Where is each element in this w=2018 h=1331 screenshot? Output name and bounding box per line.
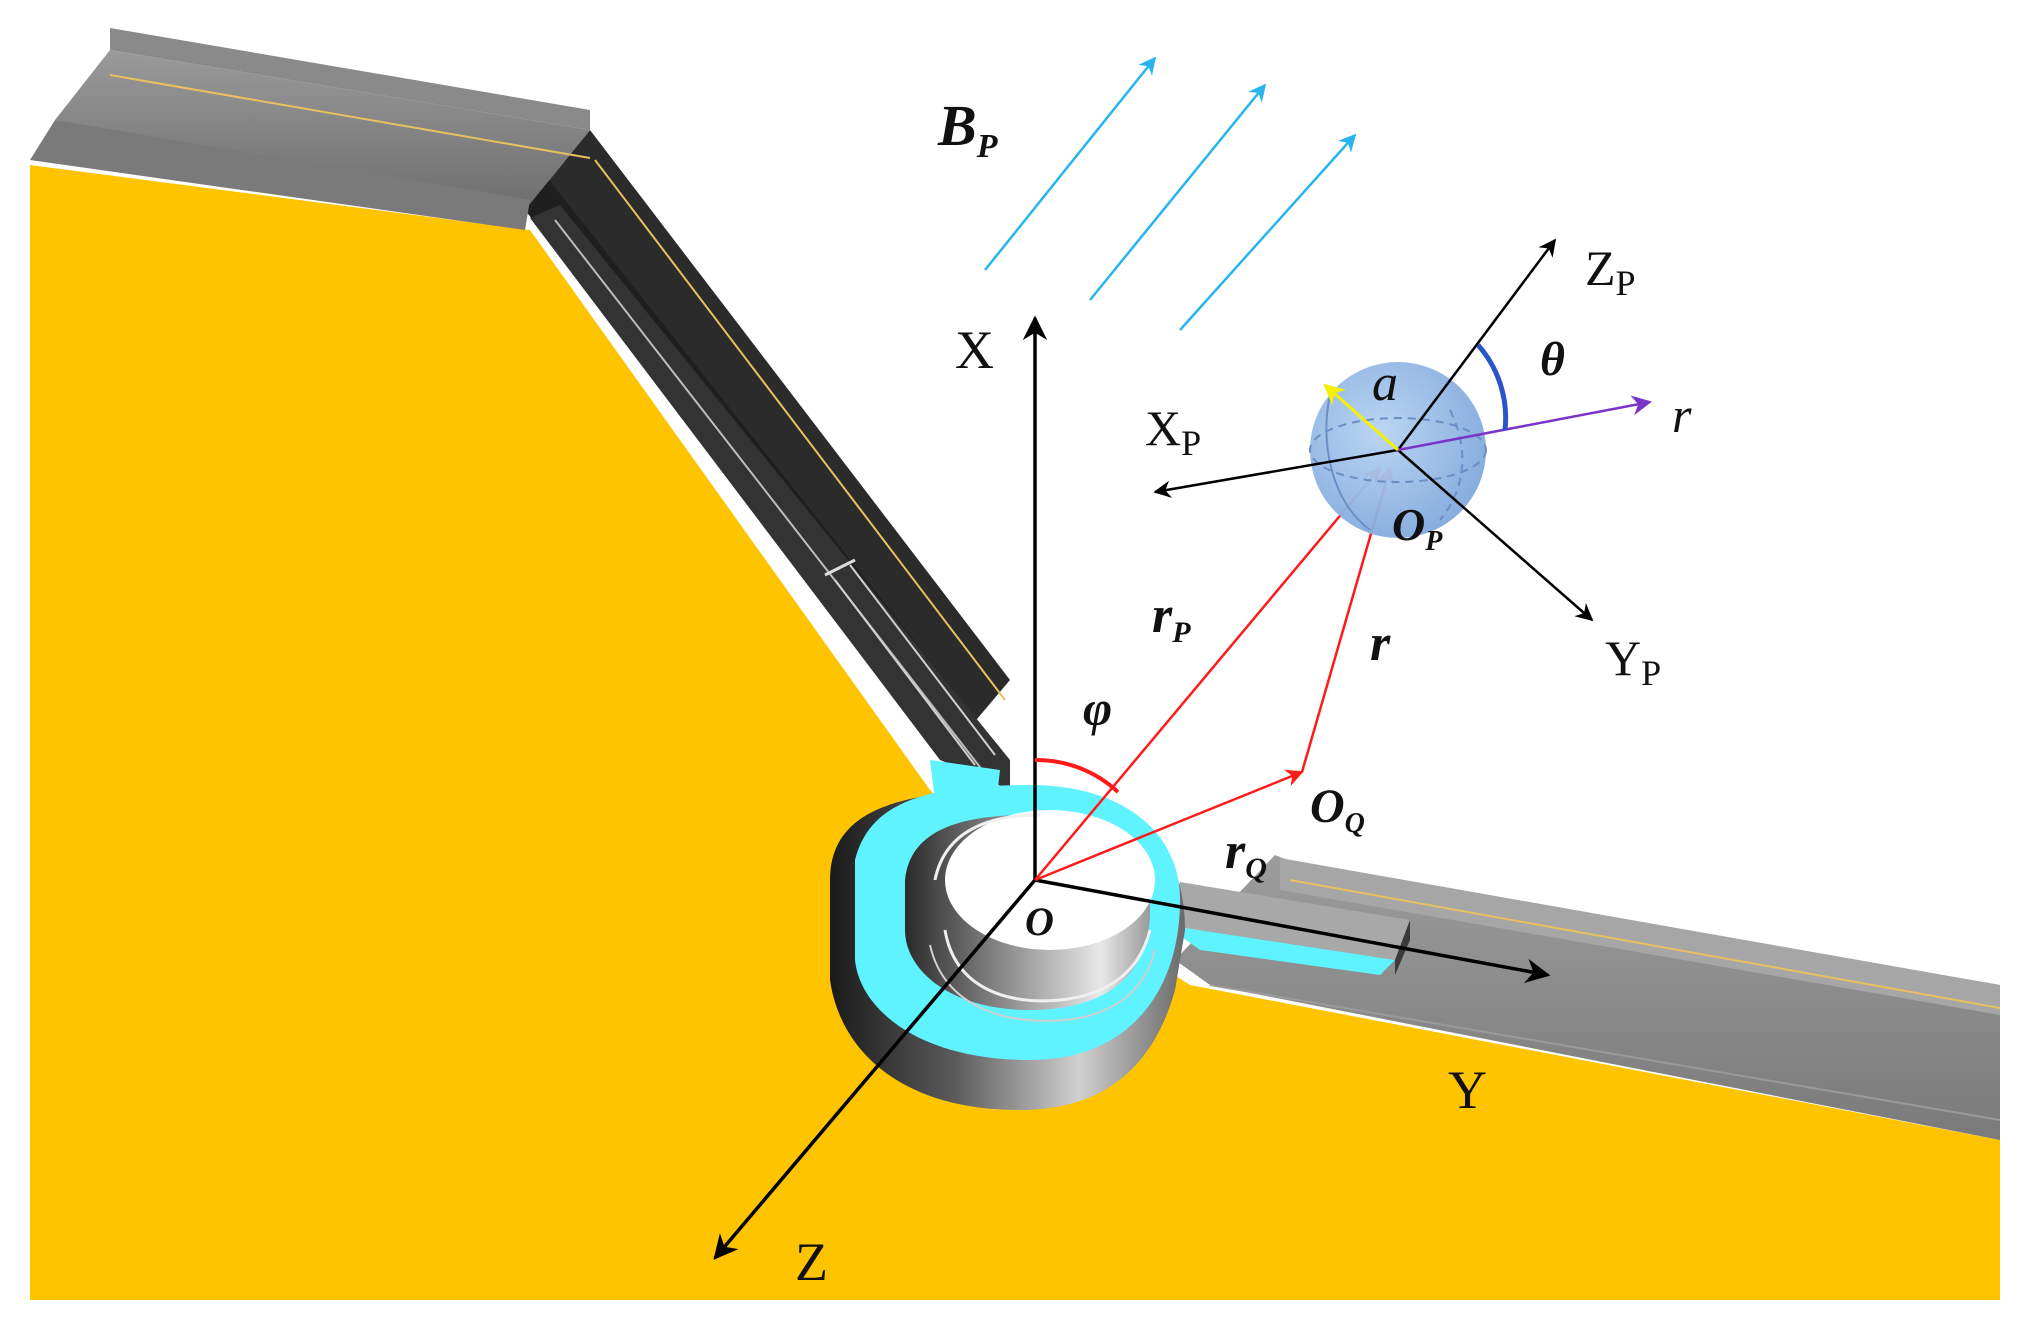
x-axis-label: X	[955, 320, 994, 380]
particle-axes	[1153, 238, 1652, 622]
field-arrow-2	[1089, 83, 1267, 301]
radius-arrow	[1323, 383, 1399, 452]
r-label: r	[1370, 615, 1391, 672]
z-axis-arrow	[713, 878, 1037, 1260]
lab-axes	[713, 315, 1551, 1260]
magnetic-field-arrows	[984, 56, 1357, 331]
vector-rp	[1034, 466, 1382, 881]
zp-axis-arrow	[1396, 238, 1557, 451]
vector-rq	[1034, 769, 1304, 882]
r-direction-arrow	[1397, 395, 1652, 452]
yp-axis-label: YP	[1605, 630, 1661, 693]
xp-axis-label: XP	[1145, 400, 1201, 463]
zp-axis-label: ZP	[1585, 240, 1636, 303]
yp-axis-arrow	[1397, 449, 1594, 622]
particle-equator	[1309, 417, 1487, 483]
y-axis-arrow	[1034, 878, 1551, 984]
rp-label: rP	[1152, 587, 1191, 649]
field-label: BP	[937, 93, 998, 165]
field-arrow-1	[984, 56, 1157, 271]
phi-arc	[1034, 757, 1120, 794]
field-arrow-3	[1179, 133, 1357, 331]
radius-a-label: a	[1372, 355, 1398, 412]
left-electrode-bar	[30, 28, 1010, 790]
y-axis-label: Y	[1448, 1060, 1487, 1120]
particle-center-label: OP	[1392, 499, 1443, 557]
right-electrode-bar	[1165, 855, 2001, 1140]
z-axis-label: Z	[795, 1232, 828, 1292]
xp-axis-arrow	[1153, 448, 1399, 498]
rq-label: rQ	[1225, 823, 1267, 885]
oq-label: OQ	[1310, 780, 1365, 839]
theta-arc	[1476, 343, 1509, 431]
substrate-plate	[30, 165, 2000, 1300]
theta-label: θ	[1540, 333, 1565, 386]
r-axis-label: r	[1672, 387, 1692, 443]
phi-label: φ	[1083, 680, 1112, 736]
origin-label: O	[1025, 899, 1054, 944]
